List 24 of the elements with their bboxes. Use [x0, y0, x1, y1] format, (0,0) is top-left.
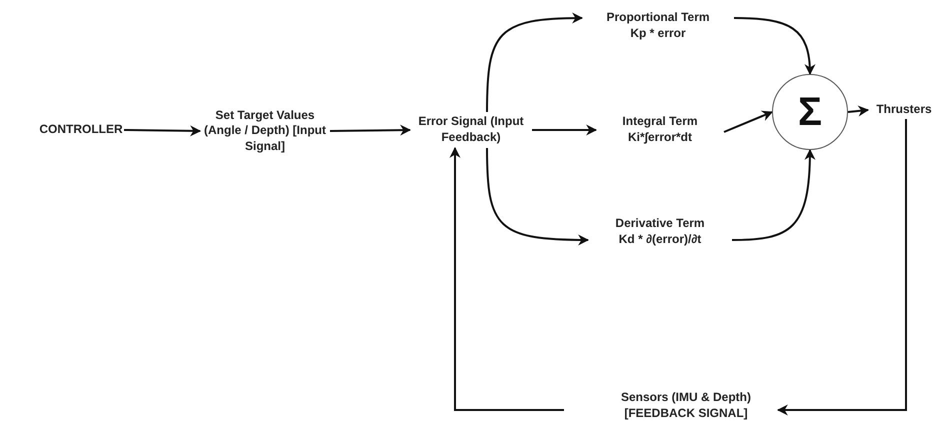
formula-label: Kp * error	[630, 26, 686, 42]
block-label: Derivative Term	[615, 216, 705, 232]
formula-label: Kd * ∂(error)/∂t	[618, 232, 702, 248]
block-label: Proportional Term	[606, 10, 710, 26]
summing-junction-circle	[772, 74, 848, 150]
arrow	[450, 146, 564, 411]
arrow	[734, 17, 816, 76]
arrow	[330, 124, 412, 136]
block-label: CONTROLLER	[39, 122, 123, 138]
arrow	[776, 119, 907, 416]
sum-symbol: Σ	[798, 92, 822, 132]
formula-label: Ki*∫error*dt	[628, 130, 692, 146]
arrow	[124, 125, 202, 136]
block-label: Error Signal (Input Feedback)	[417, 114, 525, 146]
block-label: Set Target Values (Angle / Depth) [Input Signal]	[203, 108, 327, 154]
arrow	[724, 110, 774, 133]
arrow	[532, 124, 598, 136]
arrow	[486, 12, 584, 112]
arrow	[848, 106, 870, 116]
block-label: Thrusters	[876, 102, 932, 118]
arrow	[486, 148, 590, 246]
block-label: Sensors (IMU & Depth) [FEEDBACK SIGNAL]	[620, 390, 752, 422]
arrow	[732, 148, 816, 241]
block-label: Integral Term	[622, 114, 698, 130]
